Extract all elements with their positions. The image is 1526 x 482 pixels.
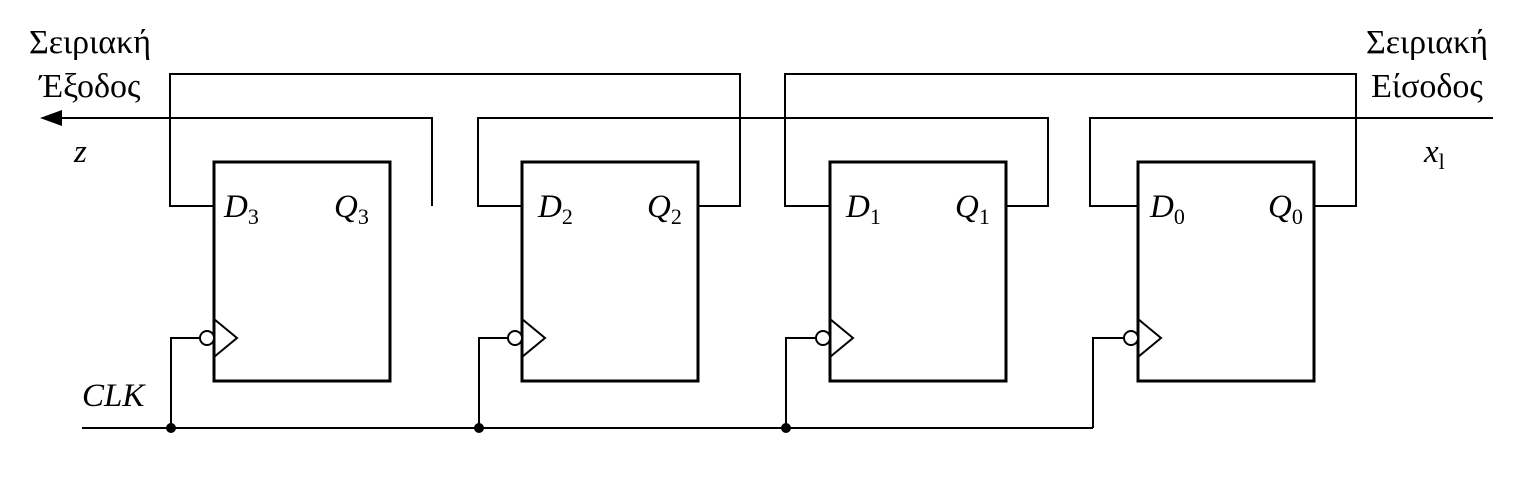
clock-inversion-bubble-icon (199, 330, 215, 346)
flipflop-3-d-pin: D3 (223, 189, 259, 229)
flipflop-2-d-pin: D2 (537, 189, 573, 229)
flipflop-2-body (520, 160, 700, 383)
serial-output-label-line2: Έξοδος (38, 68, 142, 105)
flipflop-3: D3 Q3 (199, 160, 392, 383)
flipflop-3-body (212, 160, 392, 383)
clock-inversion-bubble-icon (815, 330, 831, 346)
junction-dot (474, 423, 484, 433)
serial-output-label-line1: Σειριακή (29, 24, 151, 61)
output-arrow-icon (40, 110, 62, 126)
serial-output-line (58, 117, 433, 206)
serial-data-line (1089, 117, 1493, 207)
flipflop-0-body (1136, 160, 1316, 383)
flipflop-1-d-pin: D1 (845, 189, 881, 229)
q0-loop-wire (784, 73, 1357, 207)
clock-branch-0 (1092, 337, 1124, 428)
clock-label: CLK (82, 378, 146, 414)
clock-inversion-bubble-icon (507, 330, 523, 346)
clock-triangle-icon (1137, 318, 1163, 358)
flipflop-1: D1 Q1 (815, 160, 1008, 383)
input-signal-label: xl (1423, 134, 1445, 174)
serial-input-label-line1: Σειριακή (1366, 24, 1488, 61)
flipflop-2: D2 Q2 (507, 160, 700, 383)
clock-triangle-icon (829, 318, 855, 358)
flipflop-0-q-pin: Q0 (1268, 189, 1303, 229)
flipflop-0-d-pin: D0 (1149, 189, 1185, 229)
clock-branch-3 (170, 337, 200, 428)
flipflop-1-q-pin: Q1 (955, 189, 990, 229)
flipflop-3-q-pin: Q3 (334, 189, 369, 229)
clock-triangle-icon (213, 318, 239, 358)
output-signal-label: z (73, 134, 87, 170)
clock-inversion-bubble-icon (1123, 330, 1139, 346)
flipflop-1-body (828, 160, 1008, 383)
q1-to-d2-wire (477, 117, 1049, 207)
q2-loop-wire (169, 73, 741, 207)
flipflop-2-q-pin: Q2 (647, 189, 682, 229)
junction-dot (166, 423, 176, 433)
clock-triangle-icon (521, 318, 547, 358)
clock-branch-2 (478, 337, 508, 428)
clock-branch-1 (785, 337, 816, 428)
flipflop-0: D0 Q0 (1123, 160, 1316, 383)
serial-input-label-line2: Είσοδος (1371, 68, 1483, 105)
junction-dot (781, 423, 791, 433)
